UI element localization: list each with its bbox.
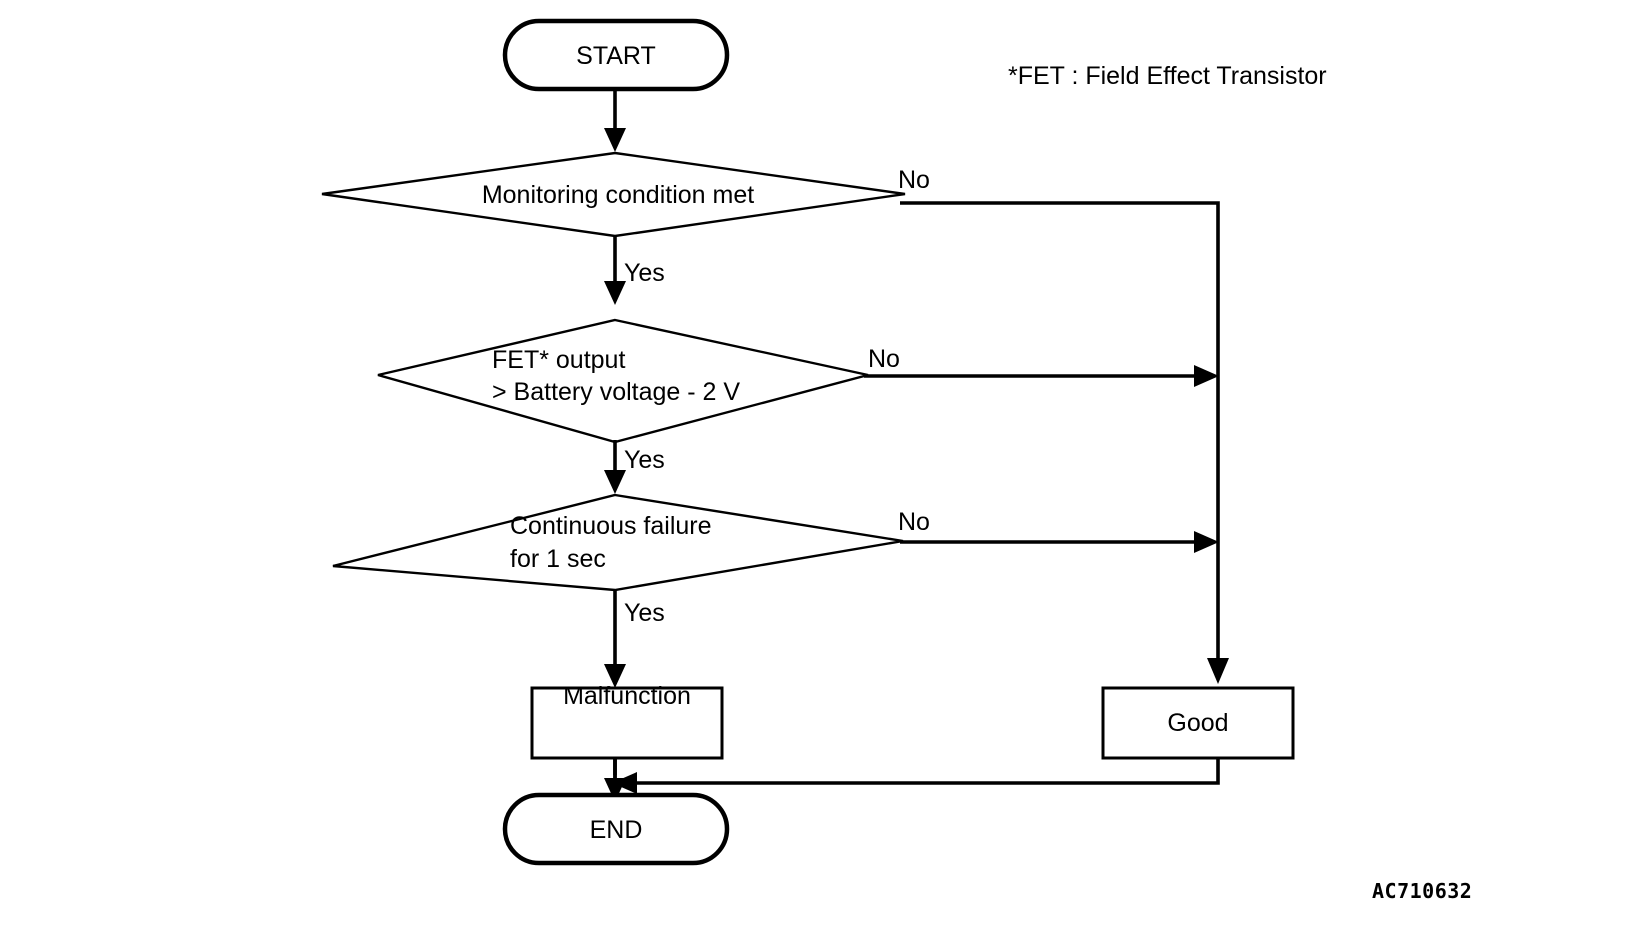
figure-code: AC710632 (1372, 879, 1472, 903)
connector-decision2-yes: Yes (604, 440, 665, 494)
decision3-label-line1: Continuous failure (510, 512, 712, 540)
arrowhead-down-icon (604, 128, 626, 152)
legend-note: *FET : Field Effect Transistor (1008, 62, 1327, 90)
node-end[interactable]: END (502, 792, 730, 866)
good-label: Good (1167, 709, 1228, 737)
good-box-shape (1101, 686, 1295, 760)
branch-label-no-1: No (898, 166, 930, 194)
connector-decision2-no: No (864, 345, 1219, 387)
branch-label-no-3: No (898, 508, 930, 536)
end-label: END (590, 816, 643, 844)
arrowhead-right-icon (1194, 531, 1219, 553)
decision3-diamond-shape (332, 493, 904, 592)
connector-decision3-no: No (898, 508, 1219, 553)
decision2-label-line2: > Battery voltage - 2 V (492, 378, 740, 406)
connector-decision1-no: No (898, 166, 1229, 684)
arrowhead-down-icon (604, 664, 626, 688)
connector-start-to-decision1 (604, 89, 626, 152)
branch-label-yes-1: Yes (624, 259, 665, 287)
arrowhead-down-icon (1207, 658, 1229, 684)
node-start[interactable]: START (502, 18, 730, 92)
branch-label-no-2: No (868, 345, 900, 373)
decision1-label: Monitoring condition met (482, 181, 754, 209)
arrowhead-down-icon (604, 470, 626, 494)
node-malfunction[interactable]: Malfunction (530, 682, 724, 760)
arrowhead-left-icon (612, 772, 637, 794)
node-decision-monitoring-condition[interactable]: Monitoring condition met (321, 151, 906, 238)
branch-label-yes-3: Yes (624, 599, 665, 627)
decision2-label-line1: FET* output (492, 346, 625, 374)
connector-spine-to-end (604, 758, 626, 802)
end-terminator-shape (502, 792, 730, 866)
start-label: START (576, 42, 656, 70)
arrowhead-right-icon (1194, 365, 1219, 387)
malfunction-box-shape (530, 686, 724, 760)
arrowhead-down-icon (604, 281, 626, 305)
connector-good-to-end (612, 758, 1220, 794)
node-decision-continuous-failure[interactable]: Continuous failure for 1 sec (332, 493, 904, 592)
arrowhead-down-icon (604, 778, 626, 802)
malfunction-label: Malfunction (563, 682, 691, 710)
branch-label-yes-2: Yes (624, 446, 665, 474)
connector-decision1-yes: Yes (604, 236, 665, 305)
connector-decision3-yes: Yes (604, 590, 665, 688)
node-good[interactable]: Good (1101, 686, 1295, 760)
node-decision-fet-output[interactable]: FET* output > Battery voltage - 2 V (377, 318, 869, 444)
decision3-label-line2: for 1 sec (510, 545, 606, 573)
